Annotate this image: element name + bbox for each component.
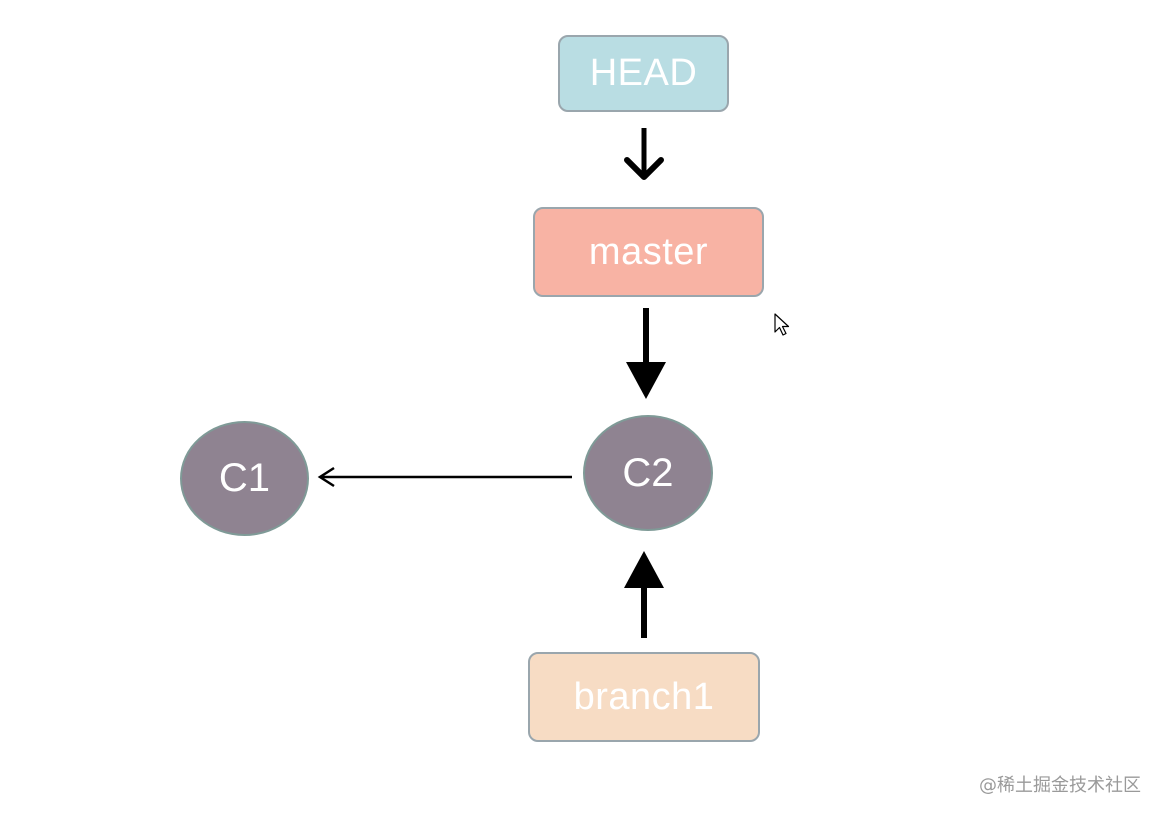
commit-c2: C2 (583, 415, 713, 531)
branch1-label: branch1 (573, 675, 715, 718)
commit-c1-label: C1 (218, 456, 271, 500)
master-label: master (588, 230, 709, 273)
head-ref-box: HEAD (558, 35, 729, 112)
commit-c1: C1 (180, 421, 309, 536)
arrow-master-to-c2 (626, 308, 666, 399)
branch1-box: branch1 (528, 652, 760, 742)
watermark-text: @稀土掘金技术社区 (979, 775, 1141, 796)
arrow-head-to-master (624, 128, 664, 180)
master-branch-box: master (533, 207, 764, 297)
arrow-c2-to-c1 (317, 466, 572, 488)
commit-c2-label: C2 (622, 450, 674, 495)
mouse-pointer-icon (774, 313, 790, 336)
head-label: HEAD (589, 52, 698, 94)
arrow-branch1-to-c2 (624, 551, 664, 638)
